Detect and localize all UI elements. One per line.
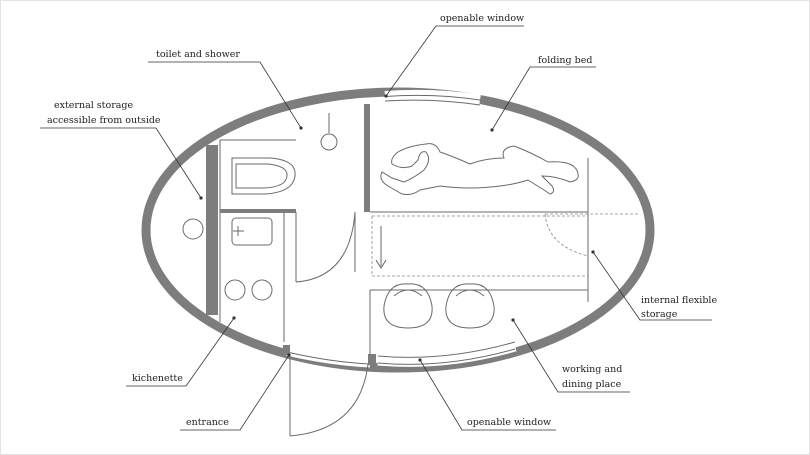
fold-arrow-head	[375, 259, 387, 269]
chair-left-back	[393, 289, 423, 297]
label-kichenette: kichenette	[132, 373, 183, 384]
leader-dot-entrance	[287, 353, 291, 357]
leader-dot-working-dining	[511, 318, 515, 322]
label-working-dining-1: working and	[562, 364, 622, 375]
label-toilet-and-shower: toilet and shower	[156, 49, 240, 60]
entrance-post-left	[283, 345, 290, 355]
top-window-frame-inner	[384, 99, 481, 106]
leader-dot-bed	[490, 128, 494, 132]
leader-openable-window-bottom	[419, 359, 556, 431]
external-storage-wall	[206, 145, 218, 315]
leader-folding-bed	[491, 66, 596, 131]
leader-dot-external-storage	[199, 196, 203, 200]
label-openable-window-bottom: openable window	[467, 417, 551, 428]
chair-right	[445, 283, 495, 329]
chair-left	[383, 283, 433, 329]
label-folding-bed: folding bed	[538, 55, 592, 66]
person-figure	[380, 143, 579, 195]
bathroom-wall-stub	[220, 209, 296, 213]
leader-internal-storage	[592, 251, 712, 321]
chair-right-back	[455, 289, 485, 297]
bathroom-door-swing	[295, 211, 356, 283]
leader-dot-internal-storage	[591, 250, 595, 254]
top-window-frame	[384, 94, 481, 101]
label-internal-storage-2: storage	[641, 309, 678, 320]
bottom-window-frame	[377, 341, 516, 358]
leader-kichenette	[126, 317, 235, 387]
external-storage-fixture	[182, 218, 204, 240]
storage-dashed-swing	[544, 213, 589, 257]
entrance-sill	[286, 351, 371, 365]
leader-dot-window-top	[384, 94, 388, 98]
kitchen-sink	[231, 217, 273, 246]
leader-dot-window-bottom	[418, 358, 422, 362]
bottom-window-gap	[377, 340, 517, 367]
shower-head-icon	[320, 133, 338, 151]
toilet-seat	[235, 163, 288, 189]
label-internal-storage-1: internal flexible	[641, 295, 717, 306]
leader-toilet-and-shower	[148, 61, 302, 129]
entrance-door-swing	[289, 363, 369, 437]
label-external-storage-2: accessible from outside	[47, 115, 161, 126]
stove-burner-left	[224, 279, 246, 301]
leader-dot-kichenette	[232, 316, 236, 320]
label-working-dining-2: dining place	[562, 379, 622, 390]
stove-burner-right	[251, 279, 273, 301]
leader-dot-toilet	[299, 126, 303, 130]
leader-working-dining	[512, 319, 630, 393]
bathroom-bed-partition	[364, 104, 370, 212]
label-external-storage-1: external storage	[54, 100, 133, 111]
label-openable-window-top: openable window	[440, 13, 524, 24]
entrance-post-right	[368, 354, 376, 365]
bottom-window-frame-inner	[377, 348, 516, 365]
leader-entrance	[180, 354, 290, 431]
leader-external-storage	[40, 127, 202, 199]
leader-openable-window-top	[385, 25, 524, 97]
label-entrance: entrance	[186, 417, 229, 428]
toilet-bowl	[231, 157, 296, 195]
entrance-gap	[285, 344, 371, 368]
